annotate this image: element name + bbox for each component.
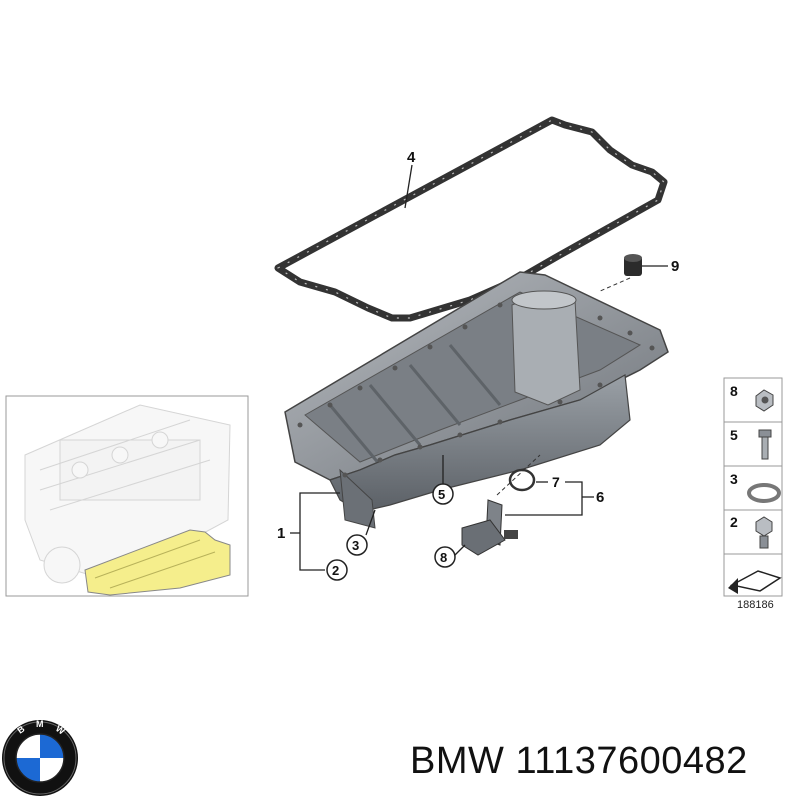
engine-inset bbox=[5, 395, 249, 597]
drain-plug-icon bbox=[755, 516, 773, 549]
callout-2: 2 bbox=[332, 563, 339, 578]
arrow-icon bbox=[728, 570, 782, 594]
callout-4: 4 bbox=[407, 149, 416, 166]
hex-nut-icon bbox=[755, 389, 774, 412]
leader-lines bbox=[290, 164, 668, 571]
engine-oil-pan-highlight bbox=[84, 529, 231, 596]
callout-circles bbox=[326, 483, 456, 581]
bmw-logo: B M W bbox=[2, 719, 78, 796]
oil-level-sensor-part-8 bbox=[461, 454, 541, 556]
reference-number: 188186 bbox=[737, 599, 774, 611]
legend-number-8: 8 bbox=[730, 383, 738, 399]
callout-7: 7 bbox=[552, 474, 560, 490]
callout-6: 6 bbox=[596, 489, 604, 506]
callout-9: 9 bbox=[671, 258, 679, 275]
part-number: 11137600482 bbox=[515, 740, 748, 782]
o-ring-part-7 bbox=[508, 468, 536, 492]
bolt-icon bbox=[758, 429, 772, 460]
callout-5: 5 bbox=[438, 487, 445, 502]
callout-1: 1 bbox=[277, 525, 285, 542]
part-title: BMW 11137600482 bbox=[410, 740, 748, 783]
legend-number-5: 5 bbox=[730, 427, 738, 443]
sealing-ring-icon bbox=[747, 483, 781, 503]
svg-text:M: M bbox=[36, 719, 44, 729]
legend-number-2: 2 bbox=[730, 514, 738, 530]
callout-3: 3 bbox=[352, 538, 359, 553]
legend-number-3: 3 bbox=[730, 471, 738, 487]
oil-pan-gasket bbox=[274, 116, 668, 322]
svg-text:B: B bbox=[15, 723, 26, 735]
brand-name: BMW bbox=[410, 740, 505, 782]
legend-panel: 8 5 3 2 188186 bbox=[723, 377, 783, 611]
callout-8: 8 bbox=[440, 550, 447, 565]
plug-part-9 bbox=[597, 254, 642, 293]
oil-pan bbox=[284, 271, 669, 529]
